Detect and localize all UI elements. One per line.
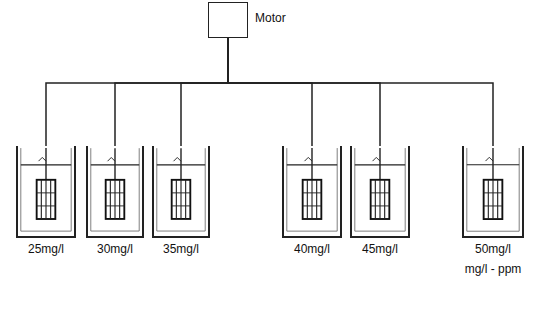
beaker: 30mg/l	[86, 146, 144, 238]
beaker-contents	[88, 146, 142, 236]
drive-shaft	[115, 38, 228, 146]
concentration-label: 50mg/l	[475, 242, 511, 256]
concentration-label: 40mg/l	[294, 242, 330, 256]
motor-label: Motor	[255, 11, 286, 25]
beaker: 45mg/l	[350, 146, 410, 238]
concentration-label: 35mg/l	[163, 242, 199, 256]
beaker-contents	[464, 146, 522, 236]
drive-shaft	[46, 38, 228, 146]
beaker: 25mg/l	[16, 146, 76, 238]
beaker: 50mg/l	[462, 146, 524, 238]
concentration-label: 45mg/l	[362, 242, 398, 256]
beaker-contents	[284, 146, 340, 236]
unit-note: mg/l - ppm	[465, 262, 522, 276]
drive-shaft	[181, 38, 228, 146]
concentration-label: 25mg/l	[28, 242, 64, 256]
beaker-contents	[154, 146, 208, 236]
beaker: 35mg/l	[152, 146, 210, 238]
beaker-contents	[18, 146, 74, 236]
concentration-label: 30mg/l	[97, 242, 133, 256]
drive-shaft	[228, 38, 380, 146]
drive-shaft	[228, 38, 312, 146]
drive-shaft	[228, 38, 493, 146]
beaker-contents	[352, 146, 408, 236]
motor-box: Motor	[208, 2, 248, 38]
beaker: 40mg/l	[282, 146, 342, 238]
